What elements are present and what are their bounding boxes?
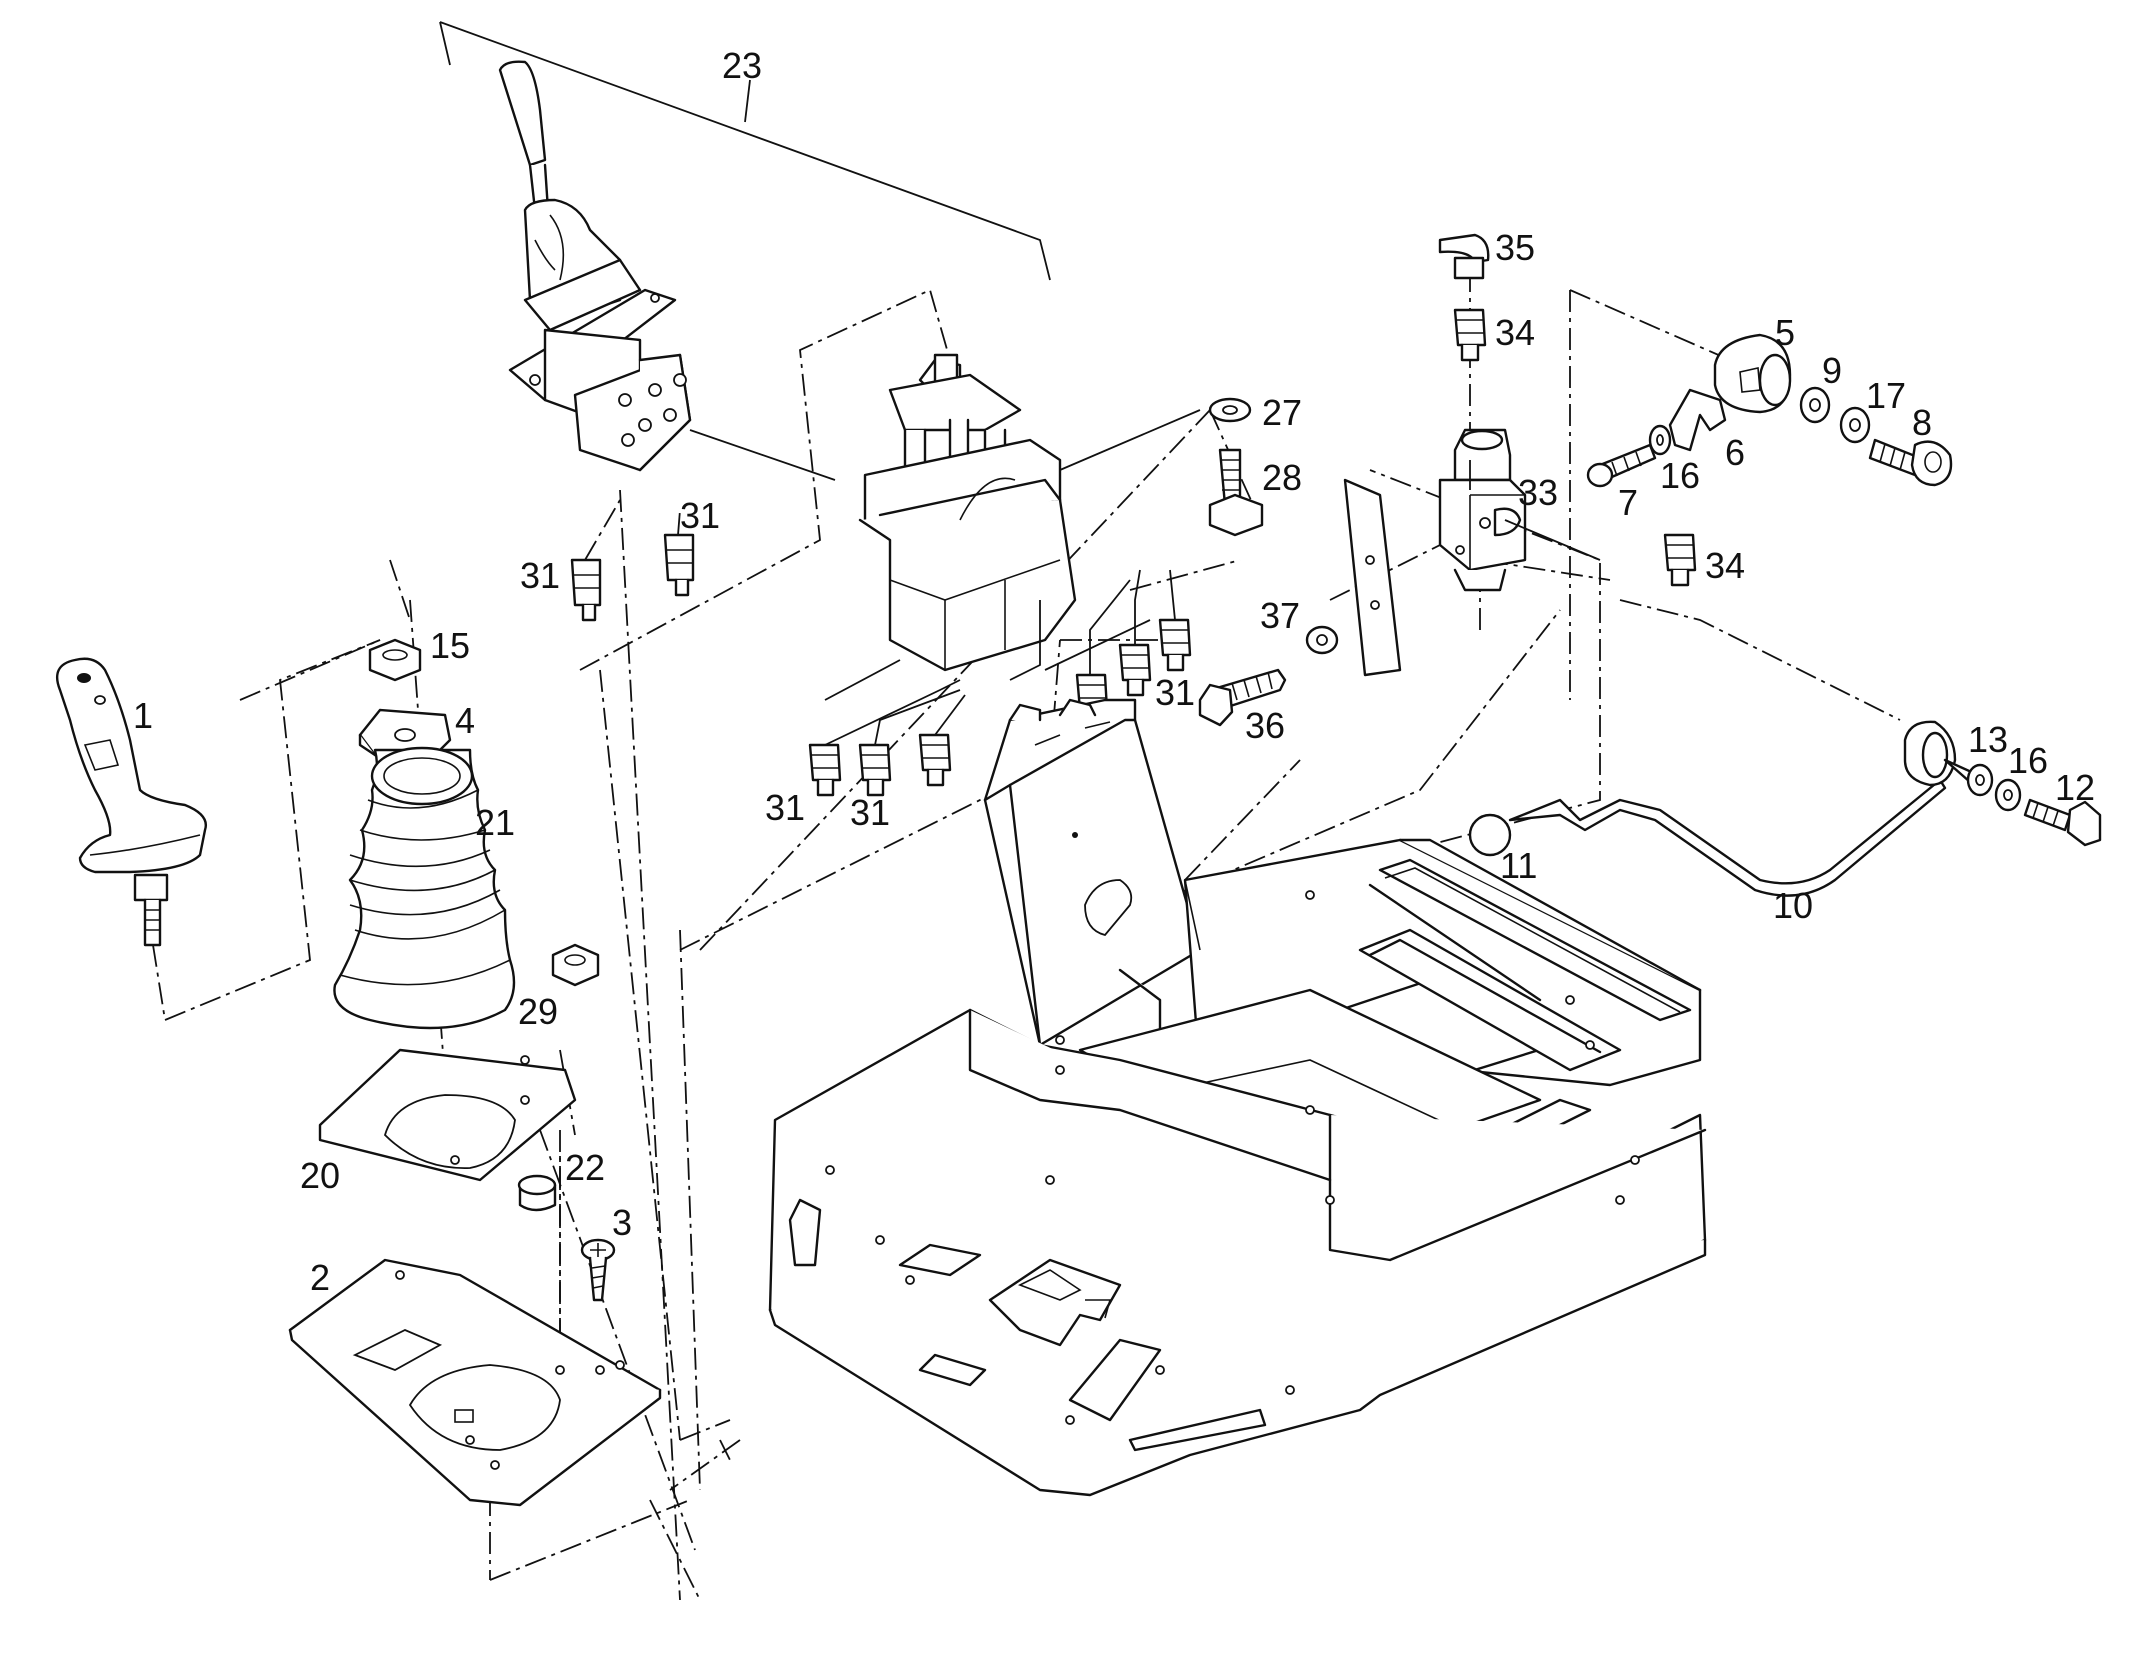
label-part-22: 22	[565, 1147, 605, 1188]
part-10-lever	[1508, 720, 1980, 897]
label-leaders	[1469, 460, 1601, 561]
label-part-29: 29	[518, 991, 558, 1032]
label-part-16-upper: 16	[1660, 455, 1700, 496]
label-part-17: 17	[1866, 375, 1906, 416]
part-3-screw	[580, 1238, 616, 1302]
part-23-control-valve	[498, 60, 836, 481]
part-27-washer	[1208, 397, 1252, 423]
part-16-washer-upper	[1648, 424, 1672, 456]
part-2-base-plate	[288, 1258, 662, 1507]
part-33-valve	[1438, 428, 1527, 592]
part-37-plate	[1343, 478, 1402, 677]
part-number-labels: 1 2 3 4 5 6 7 8 9 10 11 12 13 15 16 16 1…	[133, 45, 2095, 1298]
label-part-8: 8	[1912, 402, 1932, 443]
label-part-1: 1	[133, 695, 153, 736]
label-part-20: 20	[300, 1155, 340, 1196]
label-part-7: 7	[1618, 482, 1638, 523]
part-7-screw	[1586, 443, 1657, 488]
part-22-spacer	[517, 1174, 557, 1212]
label-part-10: 10	[1773, 885, 1813, 926]
label-part-23: 23	[722, 45, 762, 86]
label-part-31-a: 31	[520, 555, 560, 596]
part-35-elbow	[1438, 233, 1490, 280]
label-part-31-e: 31	[1155, 672, 1195, 713]
label-part-5: 5	[1775, 312, 1795, 353]
label-part-11: 11	[1500, 845, 1537, 886]
part-9-washer	[1799, 386, 1831, 424]
part-6-clip	[1668, 388, 1727, 452]
part-15-nut	[368, 638, 422, 682]
label-part-21: 21	[475, 802, 515, 843]
label-part-12: 12	[2055, 767, 2095, 808]
label-part-6: 6	[1725, 432, 1745, 473]
label-part-27: 27	[1262, 392, 1302, 433]
part-11-ball-knob	[1468, 813, 1512, 857]
part-21-rubber-boot	[333, 746, 516, 1030]
label-part-4: 4	[455, 700, 475, 741]
part-8-cap-screw	[1868, 438, 1953, 487]
part-5-boss	[1713, 333, 1792, 414]
part-34-fitting-upper	[1453, 308, 1487, 362]
part-1-joystick-grip	[55, 657, 207, 1021]
part-20-gasket-plate	[318, 1048, 577, 1182]
part-28-bolt	[1208, 448, 1264, 537]
part-23-servo-unit	[824, 353, 1201, 701]
main-frame-housing	[768, 698, 1707, 1497]
label-part-16-lower: 16	[2008, 740, 2048, 781]
part-12-bolt	[2023, 798, 2102, 847]
label-part-34-lower: 34	[1705, 545, 1745, 586]
part-23-bracket	[439, 21, 1051, 281]
label-part-33: 33	[1518, 472, 1558, 513]
label-part-9: 9	[1822, 350, 1842, 391]
label-part-36: 36	[1245, 705, 1285, 746]
label-part-3: 3	[612, 1202, 632, 1243]
label-part-31-c: 31	[765, 787, 805, 828]
label-part-31-d: 31	[850, 792, 890, 833]
label-part-37: 37	[1260, 595, 1300, 636]
part-29-nut	[551, 943, 600, 987]
label-part-28: 28	[1262, 457, 1302, 498]
label-part-2: 2	[310, 1257, 330, 1298]
part-16-washer-lower	[1994, 778, 2022, 812]
label-part-13: 13	[1968, 719, 2008, 760]
label-part-15: 15	[430, 625, 470, 666]
part-36-bolt	[1198, 668, 1287, 727]
part-37-washer	[1305, 625, 1339, 655]
label-part-31-b: 31	[680, 495, 720, 536]
label-part-34-upper: 34	[1495, 312, 1535, 353]
part-17-washer	[1839, 406, 1871, 444]
part-13-washer	[1966, 763, 1994, 797]
part-34-fitting-lower	[1663, 533, 1697, 587]
label-part-35: 35	[1495, 227, 1535, 268]
part-31-fittings-upper	[570, 499, 695, 622]
